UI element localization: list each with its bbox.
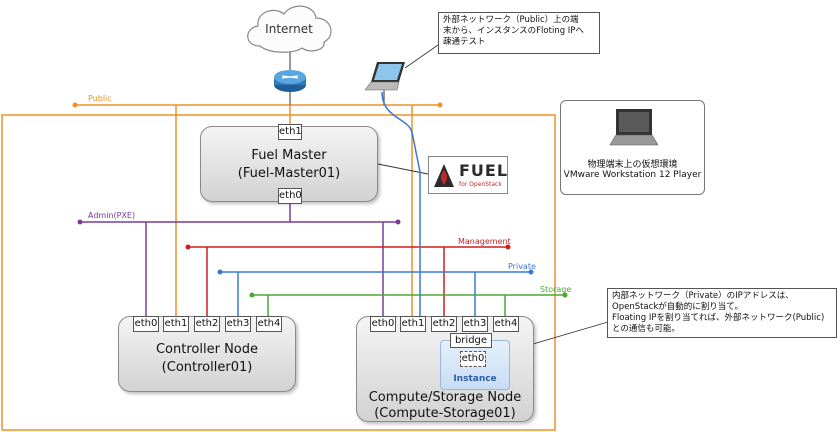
compute-eth0: eth0	[370, 316, 396, 332]
admin-network-label: Admin(PXE)	[88, 211, 136, 220]
bottom-callout-line4: との通信も可能。	[612, 324, 680, 334]
internet-cloud-icon	[247, 5, 332, 53]
bottom-callout-line3: Floating IPを割り当てれば、外部ネットワーク(Public)	[612, 313, 825, 323]
vm-environment-panel: 物理端末上の仮想環境 VMware Workstation 12 Player	[560, 100, 705, 195]
laptop-icon	[365, 62, 405, 91]
controller-eth4: eth4	[256, 316, 282, 332]
router-icon	[274, 70, 306, 92]
fuel-logo-sub: for OpenStack	[459, 181, 502, 188]
controller-hostname: (Controller01)	[161, 360, 253, 375]
compute-eth3: eth3	[462, 316, 488, 332]
bottom-callout-line2: OpenStackが自動的に割り当て。	[612, 302, 743, 312]
controller-eth2: eth2	[194, 316, 220, 332]
admin-left-dot	[77, 219, 83, 225]
instance-eth0: eth0	[460, 351, 486, 367]
controller-eth3: eth3	[225, 316, 251, 332]
compute-eth2: eth2	[431, 316, 457, 332]
fuel-master-eth0: eth0	[278, 188, 302, 204]
storage-right-dot	[562, 292, 568, 298]
internet-label: Internet	[265, 22, 313, 36]
physical-laptop-icon	[609, 109, 658, 146]
fuel-master-hostname: (Fuel-Master01)	[237, 166, 341, 181]
controller-title: Controller Node	[155, 342, 258, 357]
private-network-label: Private	[508, 262, 536, 271]
top-callout-line1: 外部ネットワーク（Public）上の端	[443, 15, 579, 25]
compute-eth4: eth4	[493, 316, 519, 332]
fuel-logo: FUEL for OpenStack	[428, 156, 508, 194]
private-left-dot	[217, 269, 223, 275]
top-callout-line3: 疎通テスト	[443, 37, 486, 47]
compute-hostname: (Compute-Storage01)	[374, 406, 516, 421]
management-right-dot	[505, 244, 511, 250]
private-right-dot	[528, 269, 534, 275]
management-left-dot	[185, 244, 191, 250]
top-callout-line2: 末から、インスタンスのFloting IPへ	[443, 26, 584, 36]
fuel-gear-icon	[434, 164, 454, 187]
compute-eth1: eth1	[400, 316, 426, 332]
bottom-callout-line1: 内部ネットワーク（Private）のIPアドレスは、	[612, 291, 794, 301]
top-callout-pointer	[404, 44, 439, 69]
instance-label: Instance	[453, 374, 497, 384]
fuel-master-eth1: eth1	[278, 124, 302, 140]
controller-eth1: eth1	[163, 316, 189, 332]
storage-left-dot	[249, 292, 255, 298]
connectivity-test-path	[381, 91, 441, 347]
fuel-master-title: Fuel Master	[251, 148, 327, 163]
vm-environment-line1: 物理端末上の仮想環境	[587, 160, 678, 170]
admin-right-dot	[395, 219, 401, 225]
top-callout: 外部ネットワーク（Public）上の端 末から、インスタンスのFloting I…	[438, 12, 600, 54]
bottom-callout: 内部ネットワーク（Private）のIPアドレスは、 OpenStackが自動的…	[607, 288, 837, 338]
public-left-dot	[72, 102, 78, 108]
compute-title: Compute/Storage Node	[368, 390, 522, 405]
public-network-label: Public	[88, 94, 112, 103]
controller-eth0: eth0	[133, 316, 159, 332]
fuel-logo-word: FUEL	[459, 161, 509, 180]
virtual-environment-frame	[1, 114, 556, 431]
management-network-label: Management	[458, 237, 511, 246]
compute-bridge: bridge	[450, 333, 492, 348]
public-right-dot	[437, 102, 443, 108]
storage-network-label: Storage	[540, 285, 572, 294]
vm-environment-line2: VMware Workstation 12 Player	[563, 170, 702, 180]
